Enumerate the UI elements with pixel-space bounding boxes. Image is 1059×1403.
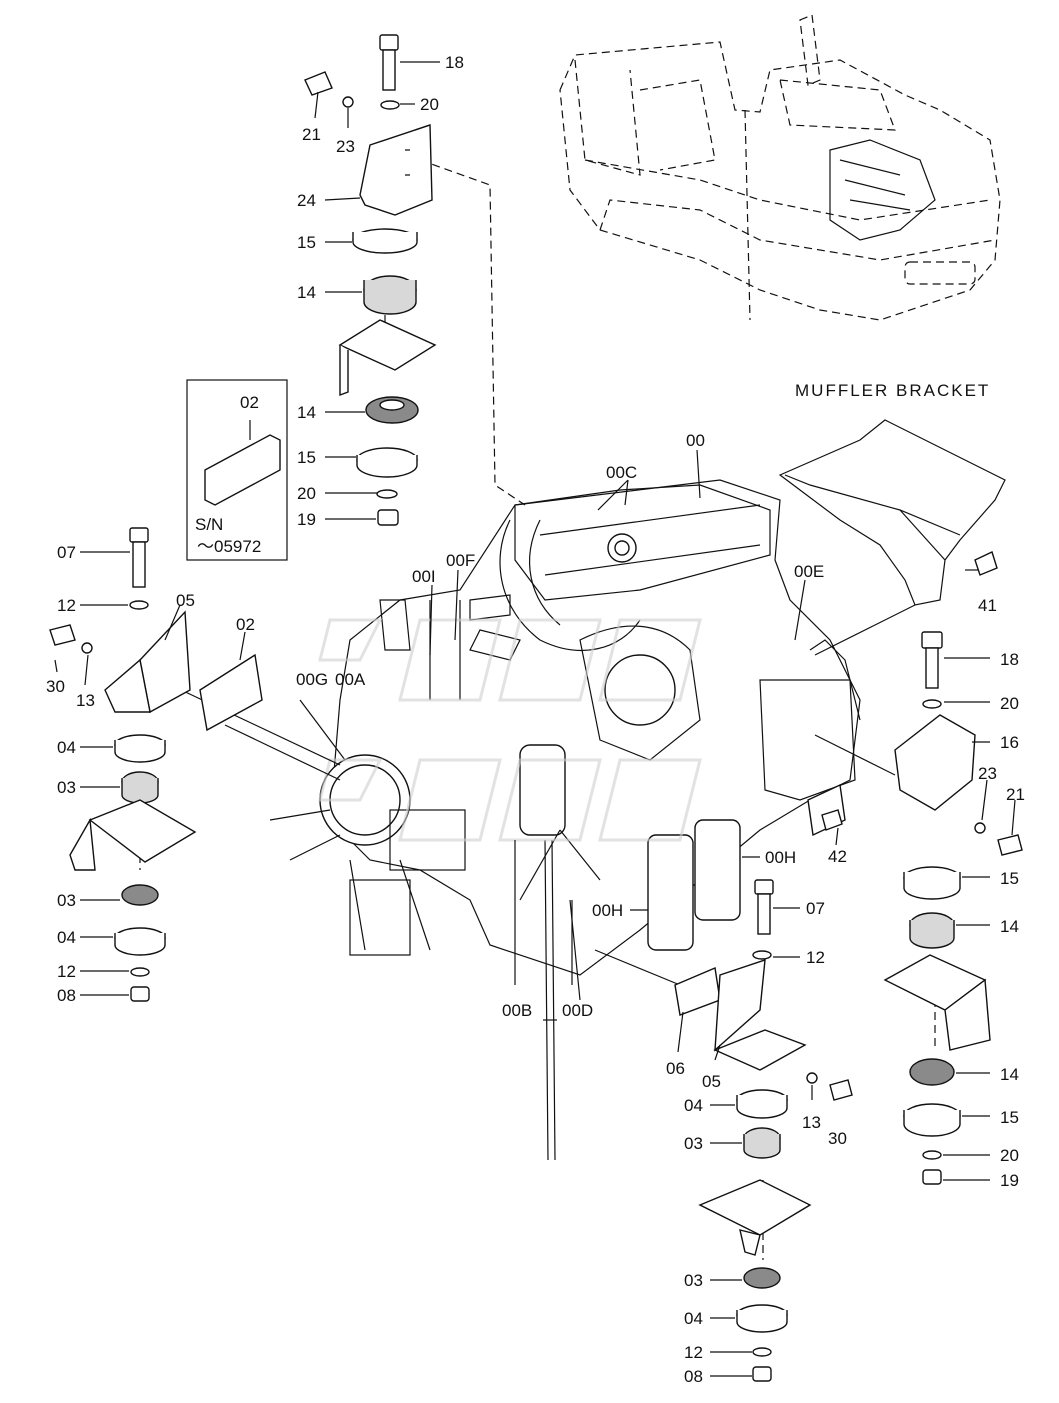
part-label: 42 xyxy=(828,847,847,866)
part-label: 06 xyxy=(666,1059,685,1078)
muffler-bracket-illustration xyxy=(778,419,1006,606)
part-label: 05 xyxy=(176,591,195,610)
part-label: 18 xyxy=(1000,650,1019,669)
serial-box-part-label: 02 xyxy=(240,393,259,412)
part-label: 00C xyxy=(606,463,637,482)
part-number-labels: 18 21 23 20 24 15 14 14 15 20 19 07 12 0… xyxy=(46,53,1025,1386)
part-label: 00D xyxy=(562,1001,593,1020)
part-label: 05 xyxy=(702,1072,721,1091)
part-label: 24 xyxy=(297,191,316,210)
part-label: 16 xyxy=(1000,733,1019,752)
part-label: 41 xyxy=(978,596,997,615)
part-label: 14 xyxy=(297,403,316,422)
part-label: 15 xyxy=(1000,869,1019,888)
part-label: 03 xyxy=(684,1271,703,1290)
dipstick-illustration xyxy=(543,839,557,1161)
part-label: 04 xyxy=(57,928,76,947)
part-label: 03 xyxy=(684,1134,703,1153)
part-label: 19 xyxy=(297,510,316,529)
part-label: 20 xyxy=(1000,694,1019,713)
part-label: 00 xyxy=(686,431,705,450)
excavator-overview-illustration xyxy=(559,14,1001,321)
part-label: 14 xyxy=(297,283,316,302)
leader-lines xyxy=(54,61,1016,1377)
part-label: 00G xyxy=(296,670,328,689)
part-label: 23 xyxy=(978,764,997,783)
right-mount-stack xyxy=(807,551,1023,1185)
part-label: 13 xyxy=(76,691,95,710)
part-label: 14 xyxy=(1000,917,1019,936)
part-label: 15 xyxy=(297,233,316,252)
watermark-graphic xyxy=(318,618,702,842)
part-label: 12 xyxy=(684,1343,703,1362)
part-label: 14 xyxy=(1000,1065,1019,1084)
part-label: 08 xyxy=(684,1367,703,1386)
part-label: 20 xyxy=(1000,1146,1019,1165)
part-label: 07 xyxy=(57,543,76,562)
part-label: 00H xyxy=(592,901,623,920)
part-label: 15 xyxy=(1000,1108,1019,1127)
serial-inset-box: 02 S/N ～05972 xyxy=(186,379,288,561)
part-label: 03 xyxy=(57,891,76,910)
part-label: 13 xyxy=(802,1113,821,1132)
part-label: 12 xyxy=(806,948,825,967)
part-label: 15 xyxy=(297,448,316,467)
part-label: 00F xyxy=(446,551,475,570)
part-label: 12 xyxy=(57,596,76,615)
part-label: 30 xyxy=(46,677,65,696)
rear-mount-stack xyxy=(674,879,853,1382)
serial-prefix-label: S/N xyxy=(195,515,223,534)
left-mount-stack xyxy=(49,527,263,1002)
part-label: 00H xyxy=(765,848,796,867)
front-mount-stack xyxy=(304,34,437,526)
part-label: 18 xyxy=(445,53,464,72)
part-label: 04 xyxy=(57,738,76,757)
muffler-bracket-title: MUFFLER BRACKET xyxy=(795,381,990,400)
part-label: 00E xyxy=(794,562,824,581)
part-label: 21 xyxy=(302,125,321,144)
part-label: 04 xyxy=(684,1309,703,1328)
part-label: 04 xyxy=(684,1096,703,1115)
part-label: 30 xyxy=(828,1129,847,1148)
engine-illustration xyxy=(269,479,861,1001)
part-label: 12 xyxy=(57,962,76,981)
part-label: 20 xyxy=(297,484,316,503)
part-label: 07 xyxy=(806,899,825,918)
part-label: 00B xyxy=(502,1001,532,1020)
part-label: 19 xyxy=(1000,1171,1019,1190)
serial-range-label: ～05972 xyxy=(197,537,261,556)
part-label: 00I xyxy=(412,567,436,586)
part-label: 20 xyxy=(420,95,439,114)
part-label: 08 xyxy=(57,986,76,1005)
part-label: 03 xyxy=(57,778,76,797)
part-label: 02 xyxy=(236,615,255,634)
part-label: 23 xyxy=(336,137,355,156)
assembly-centerlines xyxy=(139,159,936,1260)
part-label: 21 xyxy=(1006,785,1025,804)
part-label: 00A xyxy=(335,670,366,689)
